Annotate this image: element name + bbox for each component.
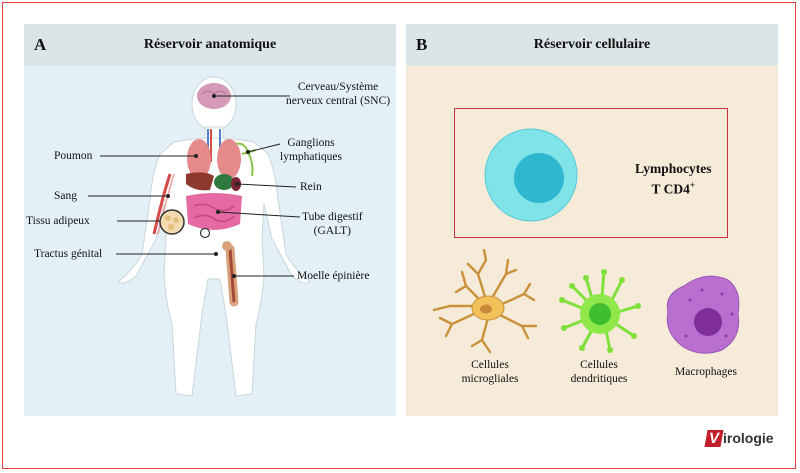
figure-frame xyxy=(2,2,796,469)
label-genital-tract: Tractus génital xyxy=(34,248,103,260)
label-macrophage: Macrophages xyxy=(675,366,737,378)
cell-illustrations xyxy=(432,128,740,354)
lymphocyte-nucleus xyxy=(514,153,564,203)
label-blood: Sang xyxy=(54,190,77,202)
panel-b-header: B Réservoir cellulaire xyxy=(406,24,778,66)
panel-anatomical-reservoir: A Réservoir anatomique xyxy=(24,24,396,416)
dendritic-cell xyxy=(560,270,640,352)
gut-organ xyxy=(186,193,242,230)
label-bone-marrow: Moelle épinière xyxy=(297,270,370,282)
panel-a-title: Réservoir anatomique xyxy=(143,37,277,52)
panel-a-header: A Réservoir anatomique xyxy=(24,24,396,66)
human-body-illustration xyxy=(88,76,311,397)
label-lung: Poumon xyxy=(54,150,93,162)
lung-organ xyxy=(187,139,211,179)
label-gut: Tube digestif(GALT) xyxy=(302,211,363,237)
label-kidney: Rein xyxy=(300,181,322,193)
microglia-cell xyxy=(432,248,538,354)
label-adipose: Tissu adipeux xyxy=(26,215,90,227)
genital-tract-marker xyxy=(199,227,211,239)
panel-a-letter: A xyxy=(34,35,47,54)
panel-b-title: Réservoir cellulaire xyxy=(533,37,651,52)
panel-b-letter: B xyxy=(416,35,428,54)
logo-mark: V xyxy=(704,430,724,447)
adipose-tissue-magnifier xyxy=(159,209,185,235)
logo-text: irologie xyxy=(723,430,774,446)
